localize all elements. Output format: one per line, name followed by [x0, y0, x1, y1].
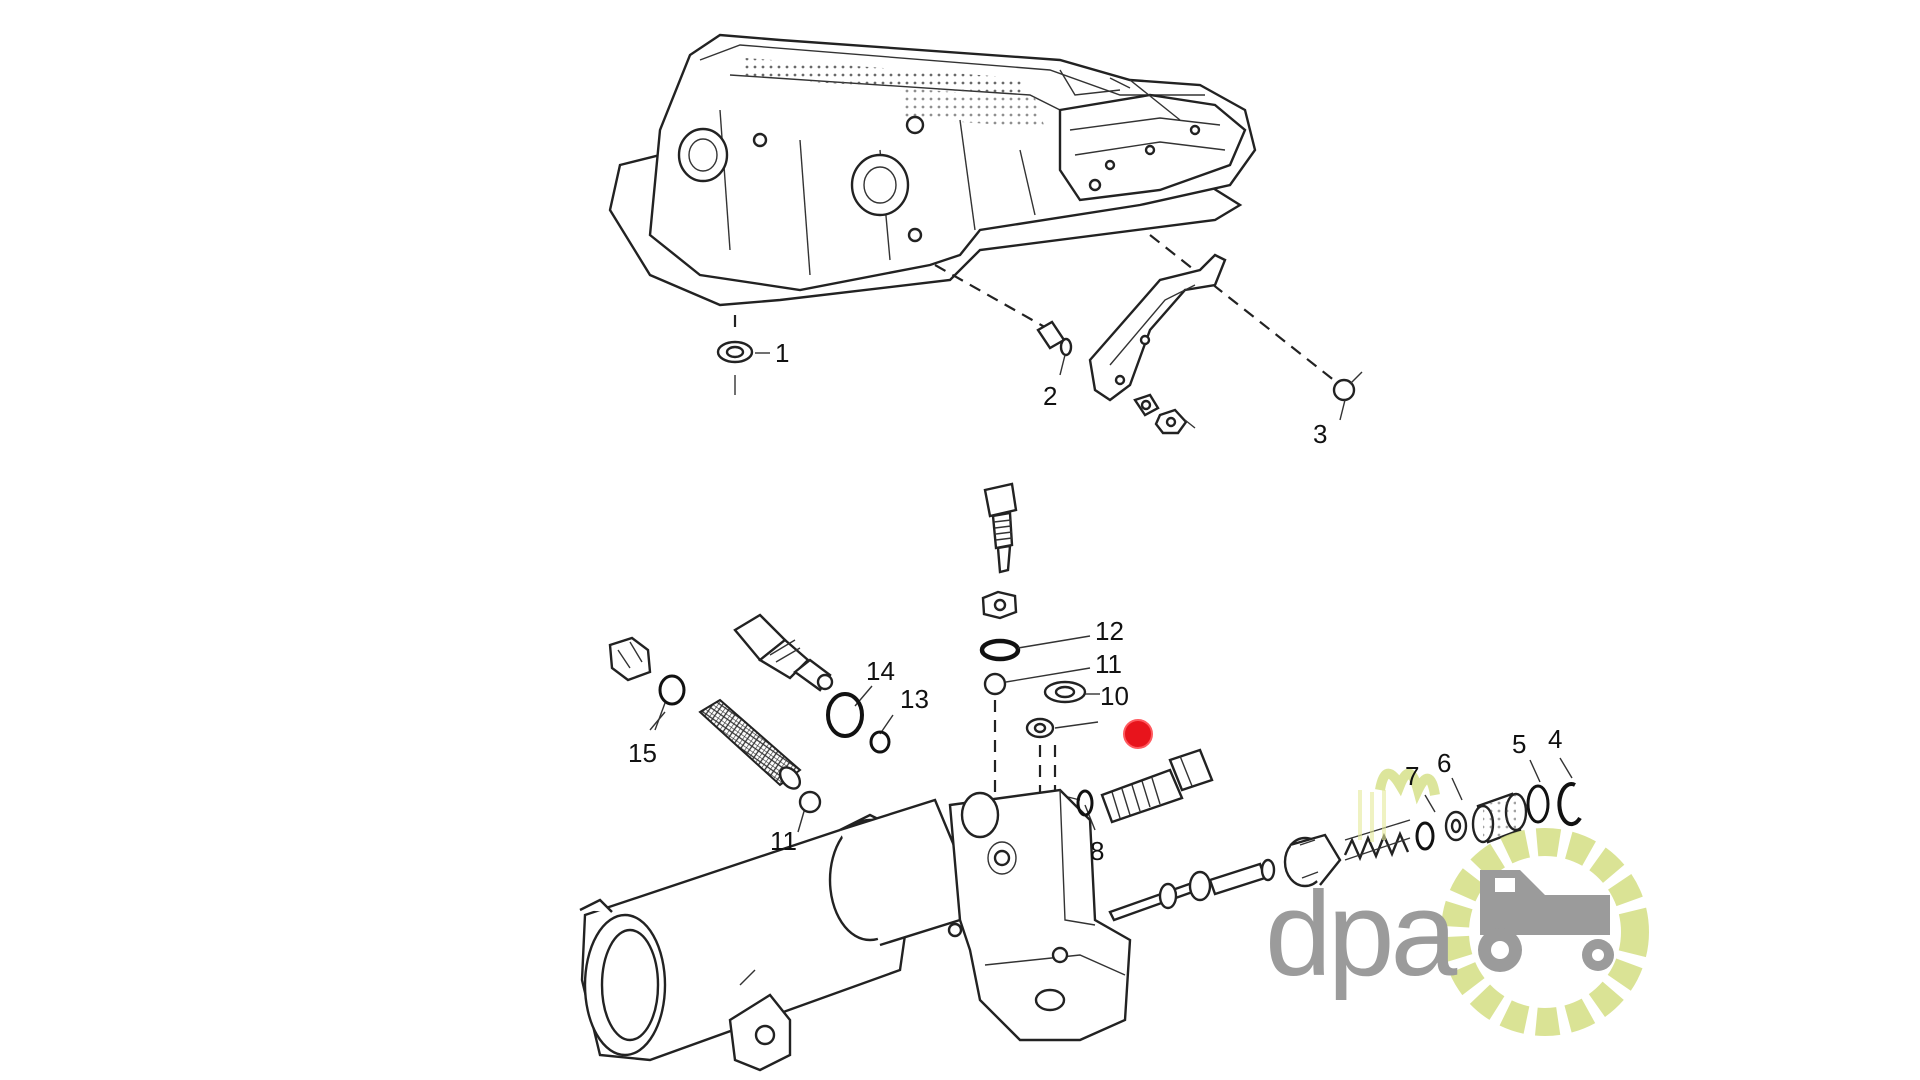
- spring: [1343, 819, 1411, 862]
- part-10-washer: [1043, 680, 1087, 704]
- part-6-washer: [1444, 810, 1468, 842]
- relief-bolt: [1100, 748, 1214, 824]
- callout-8: 8: [1090, 836, 1104, 866]
- callout-12: 12: [1095, 616, 1124, 646]
- highlight-marker: [1123, 719, 1153, 749]
- small-washer: [1025, 717, 1055, 739]
- part-11-ball: [983, 672, 1007, 696]
- dpa-logo: dpa: [1265, 768, 1649, 1036]
- spool-cup: [1283, 833, 1342, 888]
- callout-3: 3: [1313, 419, 1327, 449]
- valve-housing: [579, 788, 1132, 1072]
- callout-14: 14: [866, 656, 895, 686]
- part-2-bolt: [1036, 320, 1073, 376]
- part-8-oring: [1076, 789, 1094, 817]
- callout-1: 1: [775, 338, 789, 368]
- logo-text: dpa: [1265, 867, 1457, 1001]
- plug-fitting: [608, 636, 652, 682]
- filter-screen: [698, 698, 802, 790]
- part-3-clip: [1332, 371, 1363, 421]
- callout-15: 15: [628, 738, 657, 768]
- part-4-snap-ring: [1557, 782, 1582, 827]
- pressure-sensor: [733, 613, 834, 692]
- valve-spool: [1108, 858, 1276, 922]
- callout-11-top: 11: [1095, 649, 1122, 679]
- callout-11-bottom: 11: [770, 826, 797, 856]
- hex-nut: [981, 590, 1018, 620]
- part-7-oring: [1415, 821, 1435, 851]
- part-11-ball-lower: [798, 790, 822, 814]
- part-15-oring: [658, 674, 686, 706]
- cap-plug: [1471, 792, 1528, 844]
- callout-6: 6: [1437, 748, 1451, 778]
- callout-4: 4: [1548, 724, 1562, 754]
- callout-10: 10: [1100, 681, 1129, 711]
- part-13-oring: [869, 730, 891, 754]
- callout-2: 2: [1043, 381, 1057, 411]
- part-12-oring: [979, 638, 1021, 662]
- part-5-oring: [1526, 784, 1550, 824]
- lever-bracket: [1088, 253, 1227, 435]
- part-1-washer: [716, 340, 770, 364]
- transmission-housing: [608, 33, 1257, 307]
- part-14-seal: [826, 692, 864, 738]
- callout-13: 13: [900, 684, 929, 714]
- banjo-bolt: [983, 482, 1018, 574]
- callout-5: 5: [1512, 729, 1526, 759]
- callout-7: 7: [1405, 761, 1419, 791]
